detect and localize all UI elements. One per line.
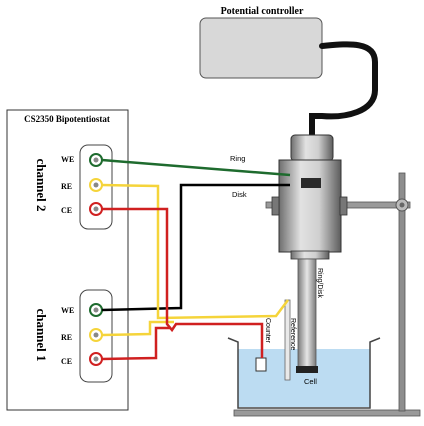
counter-electrode: [255, 357, 267, 372]
potential-controller-box: [199, 17, 323, 79]
potential-controller-title: Potential controller: [221, 6, 304, 17]
motor-top: [290, 134, 334, 162]
reference-label: Reference: [289, 318, 296, 350]
ring-disk-label: Ring/Disk: [316, 268, 323, 298]
electrode-tip: [296, 366, 318, 373]
motor-collar: [290, 250, 330, 260]
bipotentiostat-name: CS2350 Bipotentiostat: [24, 114, 110, 124]
reference-wire-ch2: [101, 183, 289, 320]
ch2-we-label: WE: [61, 155, 74, 164]
ch1-ce-label: CE: [61, 357, 72, 366]
counter-wire-ch2: [102, 207, 264, 358]
motor-clamp-right: [339, 196, 348, 216]
beaker: [227, 337, 381, 409]
stand-base: [233, 409, 421, 417]
ch1-we-label: WE: [61, 306, 74, 315]
ring-wire: [101, 158, 291, 177]
electrode-shaft: [297, 258, 317, 370]
disk-label: Disk: [232, 190, 247, 199]
counter-wire-ch1: [101, 326, 171, 361]
motor-clamp-left: [271, 196, 280, 216]
stand-pole: [398, 172, 406, 412]
ch2-ce-label: CE: [61, 206, 72, 215]
disk-wire: [101, 183, 290, 312]
counter-label: Counter: [264, 318, 271, 344]
reference-wire-ch1: [101, 320, 174, 337]
ch2-re-label: RE: [61, 182, 72, 191]
controller-cable: [309, 41, 378, 141]
cell-label: Cell: [304, 377, 317, 386]
channel-2-label: channel 2: [34, 158, 49, 211]
ch1-re-label: RE: [61, 333, 72, 342]
ring-label: Ring: [230, 154, 245, 163]
motor-window: [301, 178, 321, 188]
channel-1-label: channel 1: [34, 308, 49, 361]
